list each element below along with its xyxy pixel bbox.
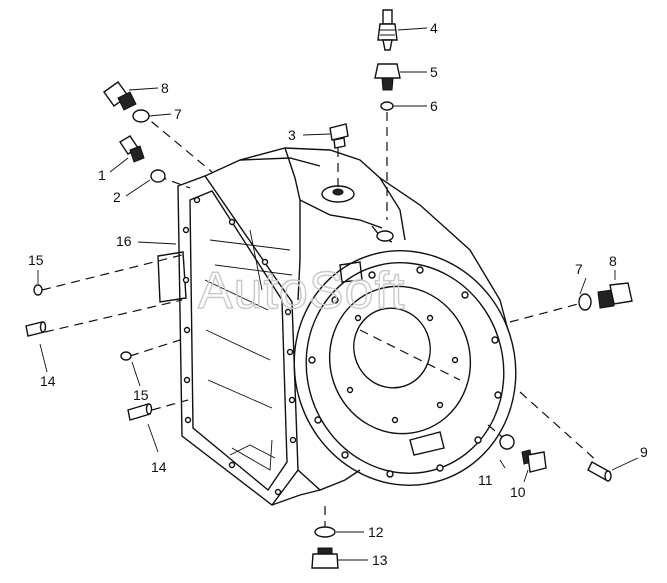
part-8-plug-left [103,81,137,111]
part-7-washer-right [578,293,592,311]
part-3-plug [329,123,349,149]
assembly-lines [41,111,599,530]
part-5-adapter [374,63,401,91]
callout-8-right: 8 [609,253,617,269]
part-2-washer [150,169,166,183]
part-13-plug [311,547,339,569]
watermark: AutoSoft [198,262,405,320]
callout-10: 10 [510,484,526,500]
part-15-ring-top [33,284,43,296]
callout-13: 13 [372,552,388,568]
callout-9: 9 [640,444,648,460]
part-12-washer [314,526,336,538]
callout-12: 12 [368,524,384,540]
callout-3: 3 [288,127,296,143]
callout-5: 5 [430,64,438,80]
part-7-washer-left [132,109,150,123]
callout-14-bottom: 14 [151,459,167,475]
part-4-breather [377,9,398,51]
callout-2: 2 [113,189,121,205]
part-9-pin [587,461,612,482]
part-8-plug-right [597,282,633,309]
part-15-ring-bottom [120,351,132,361]
transmission-housing [157,147,517,506]
callout-4: 4 [430,20,438,36]
callout-7-right: 7 [575,261,583,277]
part-10-plug [521,449,547,473]
part-14-pin-top [25,321,47,337]
part-1-fitting [119,135,145,163]
callout-8-left: 8 [161,80,169,96]
callout-labels: 4 5 6 3 8 7 1 2 16 15 14 15 14 7 8 9 11 … [28,20,648,568]
part-11-washer [499,434,515,450]
part-14-pin-bottom [127,403,153,421]
callout-11: 11 [478,472,493,488]
leader-lines [37,27,639,561]
callout-6: 6 [430,98,438,114]
callout-1: 1 [98,167,106,183]
callout-15-top: 15 [28,252,44,268]
callout-14-top: 14 [40,373,56,389]
part-6-washer [380,101,394,111]
callout-7-left: 7 [174,106,182,122]
callout-15-bottom: 15 [133,387,149,403]
callout-16: 16 [116,233,132,249]
